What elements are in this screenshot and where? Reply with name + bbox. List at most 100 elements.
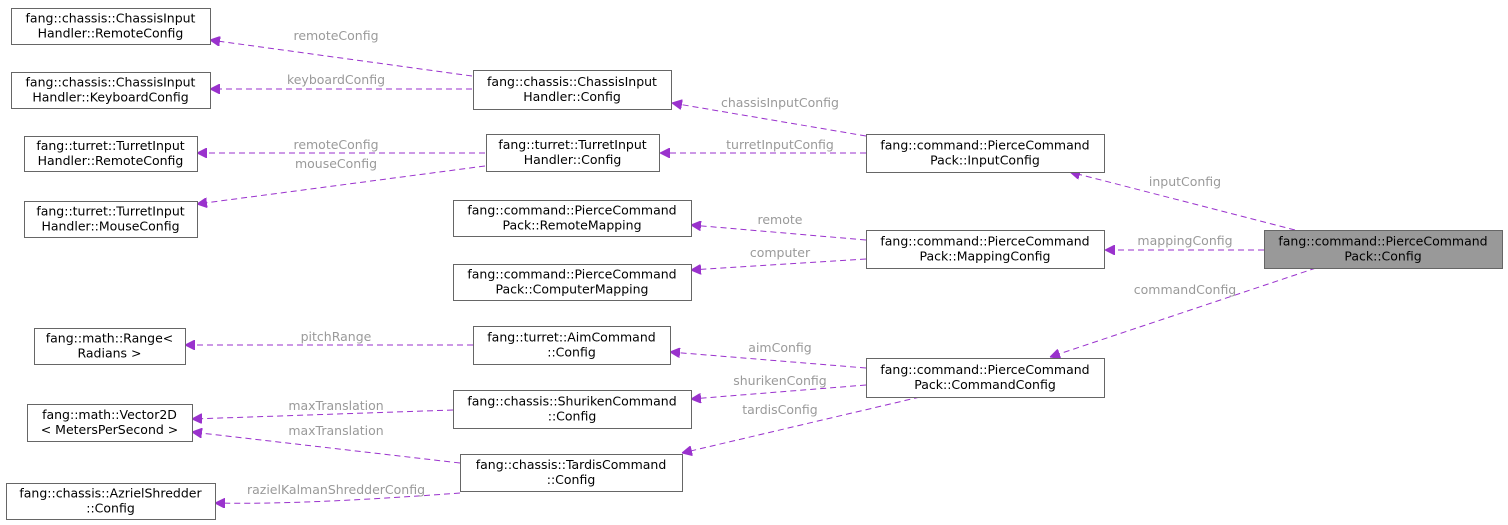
- node-label-line: Handler::RemoteConfig: [38, 26, 184, 41]
- node-box: [1264, 230, 1503, 269]
- node-mapping-config[interactable]: fang::command::PierceCommandPack::Mappin…: [866, 230, 1105, 269]
- node-box: [11, 72, 211, 109]
- node-label-line: Handler::MouseConfig: [41, 219, 179, 234]
- node-box: [24, 136, 198, 172]
- node-label-line: Pack::ComputerMapping: [496, 282, 649, 297]
- edge-mapping-config-to-computer-mapping: [691, 258, 867, 270]
- node-label-line: fang::command::PierceCommand: [1278, 234, 1487, 249]
- node-box: [6, 483, 216, 520]
- node-label-line: fang::turret::TurretInput: [36, 204, 184, 219]
- node-chassis-remote[interactable]: fang::chassis::ChassisInputHandler::Remo…: [11, 8, 211, 45]
- edge-pack-config-to-command-config: [1050, 267, 1317, 357]
- edge-label: maxTranslation: [288, 423, 383, 438]
- node-label-line: fang::chassis::ChassisInput: [26, 75, 196, 90]
- edge-label: aimConfig: [748, 340, 811, 355]
- node-label-line: fang::chassis::ChassisInput: [26, 11, 196, 26]
- edge-label: turretInputConfig: [726, 137, 834, 152]
- node-chassis-keyboard[interactable]: fang::chassis::ChassisInputHandler::Keyb…: [11, 72, 211, 109]
- node-computer-mapping[interactable]: fang::command::PierceCommandPack::Comput…: [453, 264, 692, 301]
- node-label-line: fang::chassis::ShurikenCommand: [467, 394, 676, 409]
- edge-label: keyboardConfig: [287, 72, 385, 87]
- edge-label: shurikenConfig: [733, 373, 826, 388]
- node-label-line: fang::chassis::ChassisInput: [487, 74, 657, 89]
- node-label-line: fang::turret::TurretInput: [36, 138, 184, 153]
- node-box: [34, 328, 186, 365]
- node-box: [24, 201, 198, 238]
- node-label-line: fang::turret::TurretInput: [498, 137, 646, 152]
- edge-shuriken-config-to-vector2d: [192, 409, 454, 419]
- node-label-line: Pack::Config: [1344, 249, 1421, 264]
- edge-command-config-to-tardis-config: [682, 396, 921, 453]
- node-box: [453, 390, 692, 429]
- node-label-line: ::Config: [548, 409, 597, 424]
- node-box: [473, 70, 672, 110]
- edge-tardis-config-to-vector2d: [192, 432, 461, 464]
- edge-input-config-to-chassis-config: [672, 103, 867, 137]
- edge-label: remoteConfig: [293, 28, 378, 43]
- node-shuriken-config[interactable]: fang::chassis::ShurikenCommand::Config: [453, 390, 692, 429]
- edge-label: maxTranslation: [288, 398, 383, 413]
- edge-labels: remoteConfig keyboardConfig remoteConfig mo…: [247, 28, 1236, 497]
- edge-command-config-to-aim-config: [670, 352, 867, 369]
- node-label-line: fang::chassis::AzrielShredder: [19, 486, 202, 501]
- edge-label: mappingConfig: [1137, 233, 1232, 248]
- edge-tardis-config-to-shredder: [215, 492, 461, 503]
- node-box: [866, 358, 1105, 398]
- node-turret-remote[interactable]: fang::turret::TurretInputHandler::Remote…: [24, 136, 198, 172]
- node-label-line: fang::command::PierceCommand: [880, 138, 1089, 153]
- edge-pack-config-to-input-config: [1070, 172, 1296, 231]
- node-label-line: Pack::RemoteMapping: [502, 218, 641, 233]
- node-label-line: < MetersPerSecond >: [41, 422, 179, 437]
- edge-label: inputConfig: [1149, 174, 1221, 189]
- node-label-line: Handler::KeyboardConfig: [32, 90, 188, 105]
- node-box: [27, 404, 193, 442]
- node-box: [460, 454, 683, 492]
- node-vector2d[interactable]: fang::math::Vector2D< MetersPerSecond >: [27, 404, 193, 442]
- edge-label: razielKalmanShredderConfig: [247, 482, 425, 497]
- node-label-line: ::Config: [547, 345, 596, 360]
- node-command-config[interactable]: fang::command::PierceCommandPack::Comman…: [866, 358, 1105, 398]
- edges: [185, 40, 1317, 503]
- node-remote-mapping[interactable]: fang::command::PierceCommandPack::Remote…: [453, 200, 692, 237]
- edge-mapping-config-to-remote-mapping: [691, 225, 867, 241]
- edge-label: pitchRange: [301, 329, 372, 344]
- node-shredder[interactable]: fang::chassis::AzrielShredder::Config: [6, 483, 216, 520]
- node-label-line: fang::command::PierceCommand: [467, 203, 676, 218]
- node-aim-config[interactable]: fang::turret::AimCommand::Config: [473, 326, 671, 365]
- node-tardis-config[interactable]: fang::chassis::TardisCommand::Config: [460, 454, 683, 492]
- node-label-line: Radians >: [77, 346, 141, 361]
- node-label-line: Handler::Config: [523, 89, 621, 104]
- edge-turret-config-to-turret-mouse: [197, 165, 486, 204]
- node-label-line: Pack::InputConfig: [930, 153, 1040, 168]
- node-box: [453, 200, 692, 237]
- node-label-line: Handler::Config: [524, 152, 622, 167]
- node-box: [453, 264, 692, 301]
- edge-chassis-config-to-chassis-remote: [210, 40, 473, 77]
- edge-label: commandConfig: [1134, 282, 1237, 297]
- node-box: [486, 134, 660, 172]
- node-label-line: Pack::MappingConfig: [920, 249, 1051, 264]
- edge-label: remoteConfig: [293, 137, 378, 152]
- node-label-line: ::Config: [86, 501, 135, 516]
- node-turret-mouse[interactable]: fang::turret::TurretInputHandler::MouseC…: [24, 201, 198, 238]
- node-label-line: fang::command::PierceCommand: [880, 234, 1089, 249]
- edge-label: tardisConfig: [742, 402, 818, 417]
- edge-label: chassisInputConfig: [721, 95, 839, 110]
- node-box: [866, 230, 1105, 269]
- node-label-line: fang::command::PierceCommand: [467, 267, 676, 282]
- node-label-line: Pack::CommandConfig: [914, 377, 1056, 392]
- edge-label: computer: [750, 245, 811, 260]
- node-label-line: fang::chassis::TardisCommand: [476, 457, 667, 472]
- edge-label: mouseConfig: [295, 156, 377, 171]
- node-range[interactable]: fang::math::Range<Radians >: [34, 328, 186, 365]
- nodes: fang::chassis::ChassisInputHandler::Remo…: [6, 8, 1503, 520]
- edge-label: remote: [758, 212, 803, 227]
- node-label-line: fang::math::Range<: [46, 331, 174, 346]
- node-box: [866, 134, 1105, 173]
- node-input-config[interactable]: fang::command::PierceCommandPack::InputC…: [866, 134, 1105, 173]
- node-label-line: Handler::RemoteConfig: [38, 153, 184, 168]
- node-chassis-config[interactable]: fang::chassis::ChassisInputHandler::Conf…: [473, 70, 672, 110]
